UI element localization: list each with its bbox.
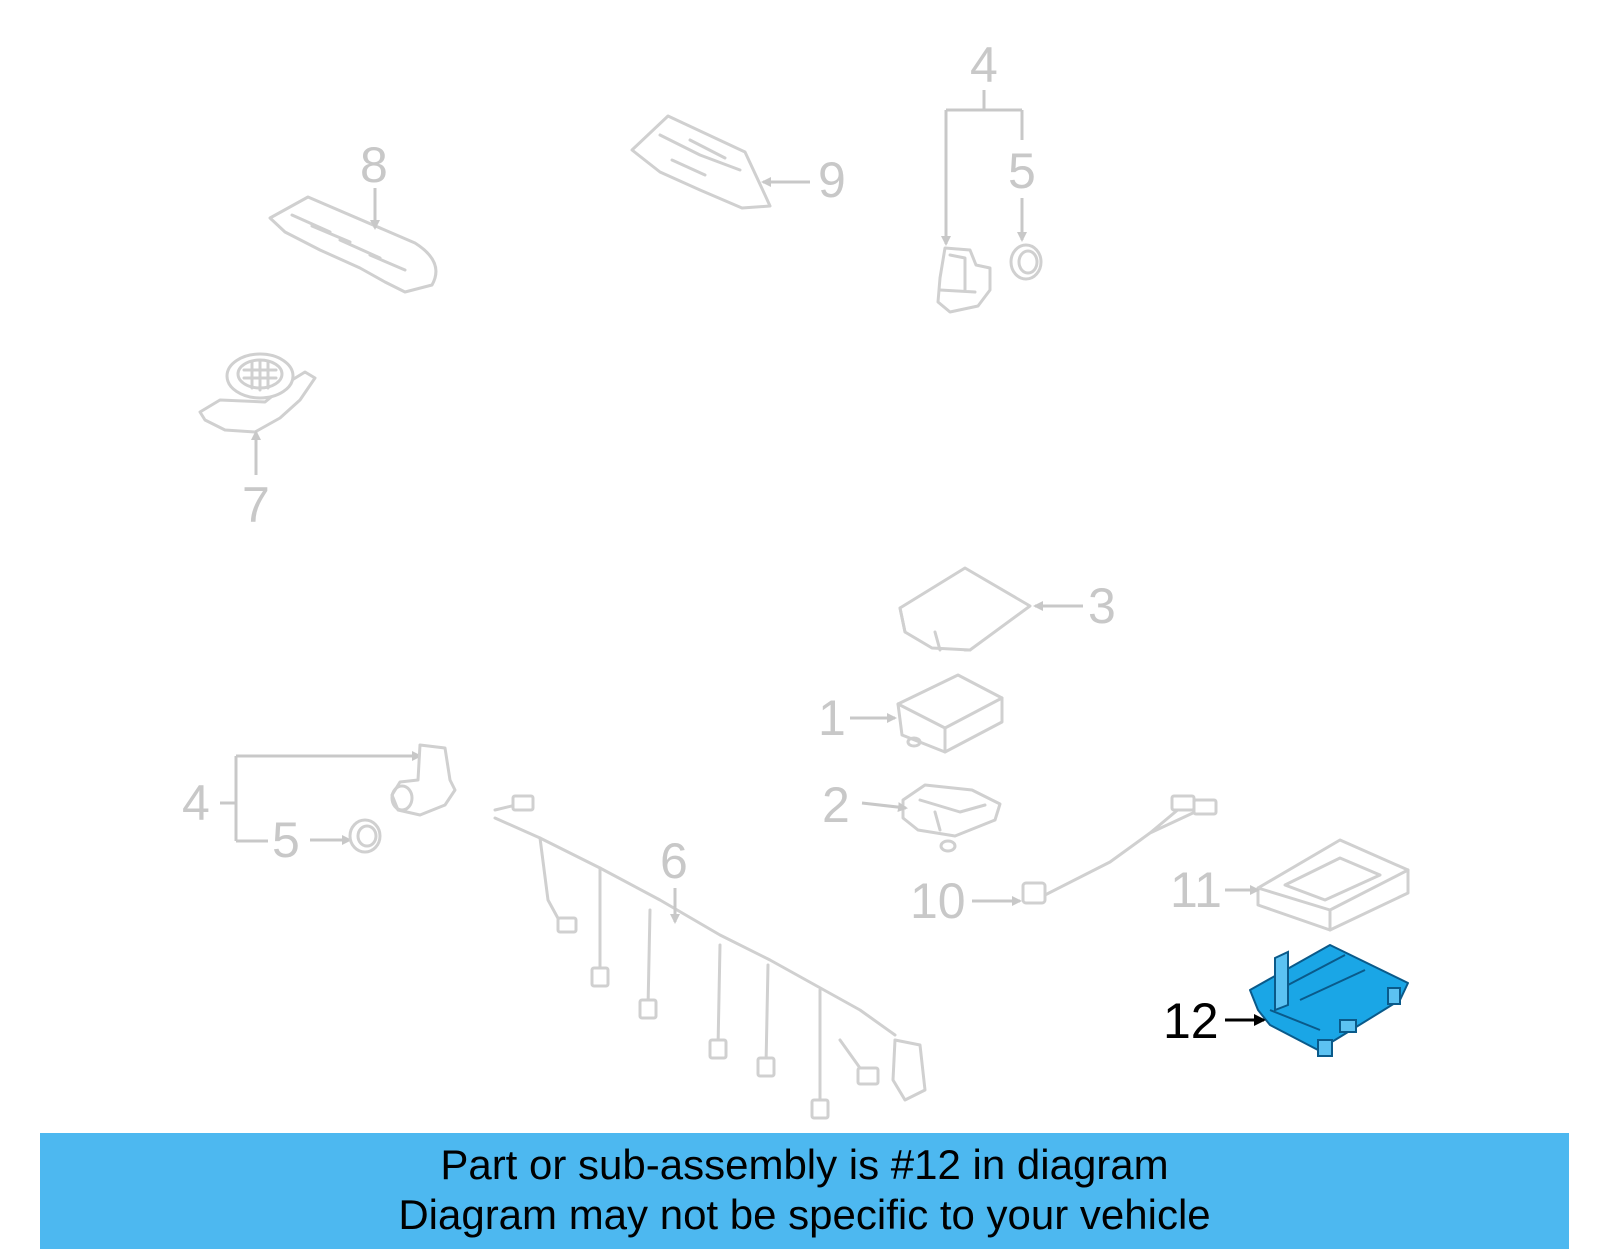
callout-1: 1 bbox=[818, 690, 846, 746]
group-4-5-top: 4 5 bbox=[936, 37, 1043, 314]
callout-7: 7 bbox=[242, 477, 270, 533]
part-6-wiring-harness: 6 bbox=[493, 794, 927, 1120]
part-1-module: 1 bbox=[818, 673, 1004, 754]
callout-5-top: 5 bbox=[1008, 143, 1036, 199]
callout-4-left: 4 bbox=[182, 775, 210, 831]
part-3-control-unit: 3 bbox=[898, 566, 1116, 652]
callout-4-top: 4 bbox=[970, 37, 998, 93]
banner-line-1: Part or sub-assembly is #12 in diagram bbox=[440, 1141, 1169, 1188]
part-9-bracket: 9 bbox=[630, 114, 846, 210]
callout-6: 6 bbox=[660, 833, 688, 889]
callout-12: 12 bbox=[1163, 993, 1219, 1049]
part-12-mounting-bracket: 12 bbox=[1163, 944, 1409, 1057]
callout-9: 9 bbox=[818, 152, 846, 208]
part-11-box-unit: 11 bbox=[1170, 838, 1410, 932]
part-10-cable: 10 bbox=[910, 794, 1218, 929]
part-2-bracket: 2 bbox=[822, 777, 1002, 853]
banner-line-2: Diagram may not be specific to your vehi… bbox=[398, 1191, 1211, 1238]
notice-banner: Part or sub-assembly is #12 in diagram D… bbox=[40, 1133, 1569, 1249]
part-7-speaker: 7 bbox=[198, 352, 317, 533]
callout-10: 10 bbox=[910, 873, 966, 929]
part-8-trim-panel: 8 bbox=[268, 137, 438, 294]
group-4-5-left: 4 5 bbox=[182, 743, 457, 868]
callout-5-left: 5 bbox=[272, 812, 300, 868]
callout-2: 2 bbox=[822, 777, 850, 833]
callout-8: 8 bbox=[360, 137, 388, 193]
callout-3: 3 bbox=[1088, 578, 1116, 634]
callout-11: 11 bbox=[1170, 862, 1222, 918]
